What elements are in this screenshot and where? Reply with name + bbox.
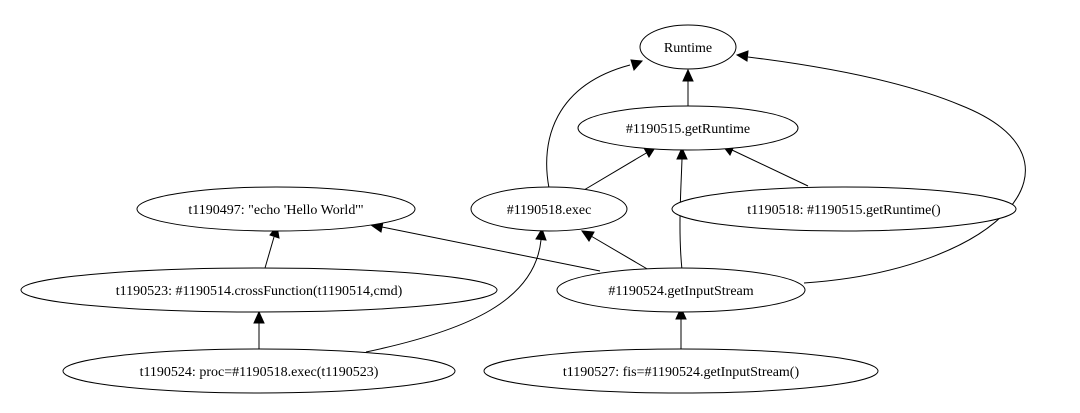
edge-t1190523-to-t1190497 [264, 224, 280, 269]
node-exec[interactable]: #1190518.exec [470, 186, 628, 232]
node-getruntime[interactable]: #1190515.getRuntime [577, 105, 799, 151]
edge-t1190518-to-getruntime [721, 145, 809, 187]
node-t1190524-label: t1190524: proc=#1190518.exec(t1190523) [140, 365, 379, 380]
edge-t1190527-to-getinputstream [675, 306, 687, 350]
node-exec-label: #1190518.exec [507, 203, 592, 218]
node-t1190527[interactable]: t1190527: fis=#1190524.getInputStream() [483, 348, 879, 394]
edge-getinputstream-to-exec [580, 230, 650, 271]
node-t1190497[interactable]: t1190497: "echo 'Hello World'" [136, 186, 416, 232]
node-getruntime-label: #1190515.getRuntime [626, 122, 750, 137]
nodes: Runtime #1190515.getRuntime #1190518.exe… [20, 24, 1017, 394]
edge-exec-to-runtime [546, 59, 644, 189]
node-runtime-label: Runtime [664, 41, 712, 56]
edge-getruntime-to-runtime [682, 68, 694, 107]
node-t1190523-label: t1190523: #1190514.crossFunction(t119051… [116, 284, 403, 299]
node-t1190518-label: t1190518: #1190515.getRuntime() [747, 203, 941, 218]
node-t1190497-label: t1190497: "echo 'Hello World'" [188, 203, 363, 218]
node-t1190518[interactable]: t1190518: #1190515.getRuntime() [671, 186, 1017, 232]
node-runtime[interactable]: Runtime [639, 24, 737, 70]
node-getinputstream[interactable]: #1190524.getInputStream [556, 267, 806, 313]
node-t1190523[interactable]: t1190523: #1190514.crossFunction(t119051… [20, 267, 498, 313]
edge-t1190524-to-exec [365, 227, 547, 353]
node-getinputstream-label: #1190524.getInputStream [608, 284, 753, 299]
node-t1190524[interactable]: t1190524: proc=#1190518.exec(t1190523) [62, 348, 456, 394]
edge-exec-to-getruntime [583, 145, 658, 191]
edge-t1190524-to-t1190523 [253, 310, 265, 350]
node-t1190527-label: t1190527: fis=#1190524.getInputStream() [563, 365, 800, 380]
edge-getinputstream-to-runtime [735, 50, 1026, 284]
